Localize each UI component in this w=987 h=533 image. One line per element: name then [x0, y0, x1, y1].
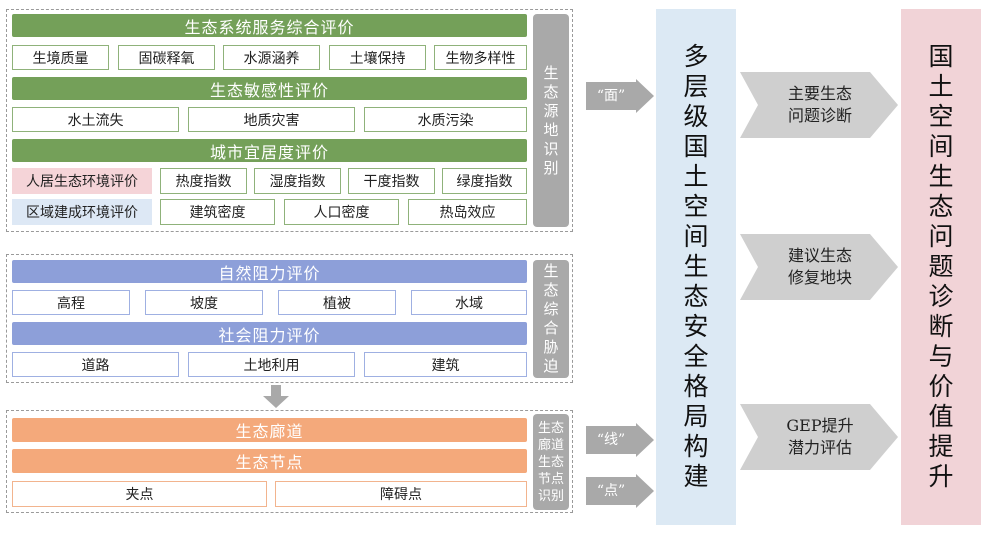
box-elevation: 高程	[12, 290, 130, 315]
arrow-point-icon	[586, 474, 654, 508]
down-arrow-icon	[263, 385, 289, 408]
output-problem-diagnosis: 主要生态 问题诊断	[787, 84, 852, 125]
box-building: 建筑	[364, 352, 527, 377]
box-building-density: 建筑密度	[160, 199, 275, 225]
arrow-output-gep-icon	[740, 404, 898, 470]
side-corridor-node-identification: 生态 廊道 生态 节点 识别	[533, 414, 569, 510]
center-column-security-pattern: 多 层 级 国 土 空 间 生 态 安 全 格 局 构 建	[656, 9, 736, 525]
box-soil-erosion: 水土流失	[12, 107, 179, 132]
right-column-diagnosis-value: 国 土 空 间 生 态 问 题 诊 断 与 价 值 提 升	[901, 9, 981, 525]
box-heat-index: 热度指数	[160, 168, 247, 194]
box-habitat-quality: 生境质量	[12, 45, 109, 70]
label-human-settlement: 人居生态环境评价	[12, 168, 152, 194]
box-heat-island: 热岛效应	[408, 199, 527, 225]
box-barrier-point: 障碍点	[275, 481, 527, 507]
bar-ecosystem-service: 生态系统服务综合评价	[12, 14, 527, 37]
arrow-surface-icon	[586, 79, 654, 113]
box-land-use: 土地利用	[188, 352, 355, 377]
box-water-conservation: 水源涵养	[223, 45, 320, 70]
bar-ecological-node: 生态节点	[12, 449, 527, 473]
panel-ecological-stress	[6, 254, 573, 383]
arrow-line-icon	[586, 423, 654, 457]
box-slope: 坡度	[145, 290, 263, 315]
bar-social-resistance: 社会阻力评价	[12, 322, 527, 345]
box-water-area: 水域	[411, 290, 527, 315]
bar-ecological-sensitivity: 生态敏感性评价	[12, 77, 527, 100]
side-ecological-source-identification: 生 态 源 地 识 别	[533, 14, 569, 227]
box-soil-retention: 土壤保持	[329, 45, 426, 70]
box-humidity-index: 湿度指数	[254, 168, 341, 194]
label-built-environment: 区域建成环境评价	[12, 199, 152, 225]
panel-corridor-node	[6, 410, 573, 513]
side-ecological-comprehensive-stress: 生 态 综 合 胁 迫	[533, 260, 569, 378]
box-biodiversity: 生物多样性	[434, 45, 527, 70]
box-vegetation: 植被	[278, 290, 396, 315]
box-carbon-oxygen: 固碳释氧	[118, 45, 215, 70]
arrow-output-diagnosis-icon	[740, 72, 898, 138]
box-population-density: 人口密度	[284, 199, 399, 225]
bar-urban-livability: 城市宜居度评价	[12, 139, 527, 162]
bar-natural-resistance: 自然阻力评价	[12, 260, 527, 283]
box-geological-hazard: 地质灾害	[188, 107, 355, 132]
box-pinch-point: 夹点	[12, 481, 267, 507]
box-road: 道路	[12, 352, 179, 377]
box-dryness-index: 干度指数	[348, 168, 435, 194]
box-water-pollution: 水质污染	[364, 107, 527, 132]
output-gep-assessment: GEP提升 潜力评估	[786, 416, 854, 457]
arrow-output-restoration-icon	[740, 234, 898, 300]
panel-ecological-source	[6, 9, 573, 232]
arrow-label-surface: “面”	[596, 88, 626, 104]
arrow-label-line: “线”	[596, 432, 626, 448]
box-greenness-index: 绿度指数	[442, 168, 527, 194]
bar-ecological-corridor: 生态廊道	[12, 418, 527, 442]
output-restoration-plots: 建议生态 修复地块	[787, 246, 852, 287]
arrow-label-point: “点”	[596, 483, 626, 499]
